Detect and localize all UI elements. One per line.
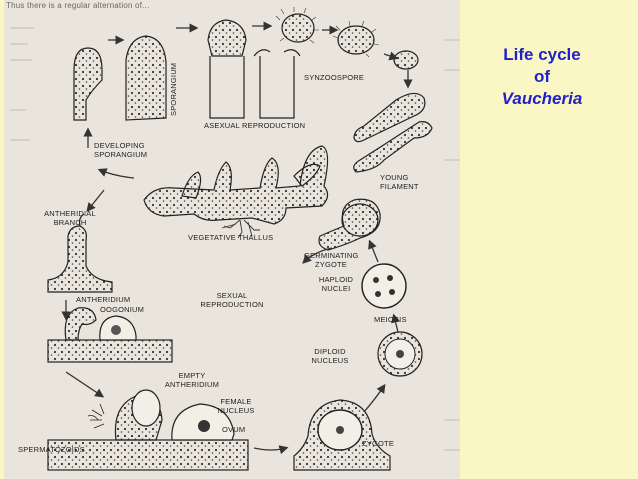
sporangium-stalk	[209, 56, 245, 119]
synzoospore-1	[281, 13, 315, 43]
label-antheridium: Antheridium	[76, 295, 131, 304]
antheridium-oogonium-stage	[47, 307, 173, 363]
label-young-filament: Young Filament	[380, 173, 419, 191]
diploid-zygote	[377, 331, 423, 377]
club-filament-1	[73, 47, 103, 121]
haploid-zygote	[361, 263, 407, 309]
empty-sporangium	[259, 56, 295, 119]
label-diploid-nucleus: Diploid Nucleus	[311, 347, 349, 365]
cycle-arrows	[61, 21, 413, 455]
label-sexual-reproduction: Sexual Reproduction	[200, 291, 264, 309]
fertilization-stage	[47, 389, 249, 471]
label-antheridial-branch: Antheridial Branch	[44, 209, 96, 227]
label-female-nucleus: Female Nucleus	[217, 397, 255, 415]
label-vegetative-thallus: Vegetative Thallus	[188, 233, 274, 242]
label-ovum: Ovum	[222, 425, 246, 434]
empty-sporangium-rim	[253, 49, 301, 57]
label-developing-sporangium: Developing Sporangium	[94, 141, 148, 159]
thallus-rhizoids	[221, 219, 260, 239]
label-oogonium: Oogonium	[100, 305, 145, 314]
slide-title: Life cycle of Vaucheria	[478, 44, 606, 110]
zoospore-cilia	[275, 7, 380, 58]
label-germinating-zygote: Germinating Zygote	[304, 251, 359, 269]
sporangium-tip	[125, 35, 167, 121]
diagram-drawing	[10, 7, 460, 471]
zygote-stage	[293, 399, 391, 471]
synzoospore-2	[337, 25, 375, 55]
label-synzoospore: Synzoospore	[304, 73, 365, 82]
title-line-2: of	[533, 67, 551, 86]
young-filament	[353, 121, 433, 173]
header-fragment: Thus there is a regular alternation of..…	[6, 1, 150, 10]
faint-background-text	[10, 27, 460, 451]
germinating-zygote	[318, 198, 381, 251]
vegetative-thallus-body	[143, 145, 329, 225]
label-haploid-nuclei: Haploid Nuclei	[318, 275, 354, 293]
antheridial-branch	[47, 225, 113, 293]
label-zygote: Zygote	[362, 439, 395, 448]
spermatozoid-marks	[87, 403, 105, 429]
synzoospore-3	[393, 50, 419, 70]
vaucheria-life-cycle-diagram: Thus there is a regular alternation of..…	[4, 0, 460, 479]
label-spermatozoids: Spermatozoids	[18, 445, 85, 454]
title-line-1: Life cycle	[503, 45, 581, 64]
sporangium-bursting	[207, 19, 247, 57]
germinating-spore	[353, 92, 426, 143]
label-sporangium: Sporangium	[169, 62, 178, 116]
label-empty-antheridium: Empty Antheridium	[164, 371, 220, 389]
title-line-3: Vaucheria	[501, 89, 583, 108]
label-asexual-reproduction: Asexual Reproduction	[204, 121, 306, 130]
label-meiosis: Meiosis	[374, 315, 407, 324]
